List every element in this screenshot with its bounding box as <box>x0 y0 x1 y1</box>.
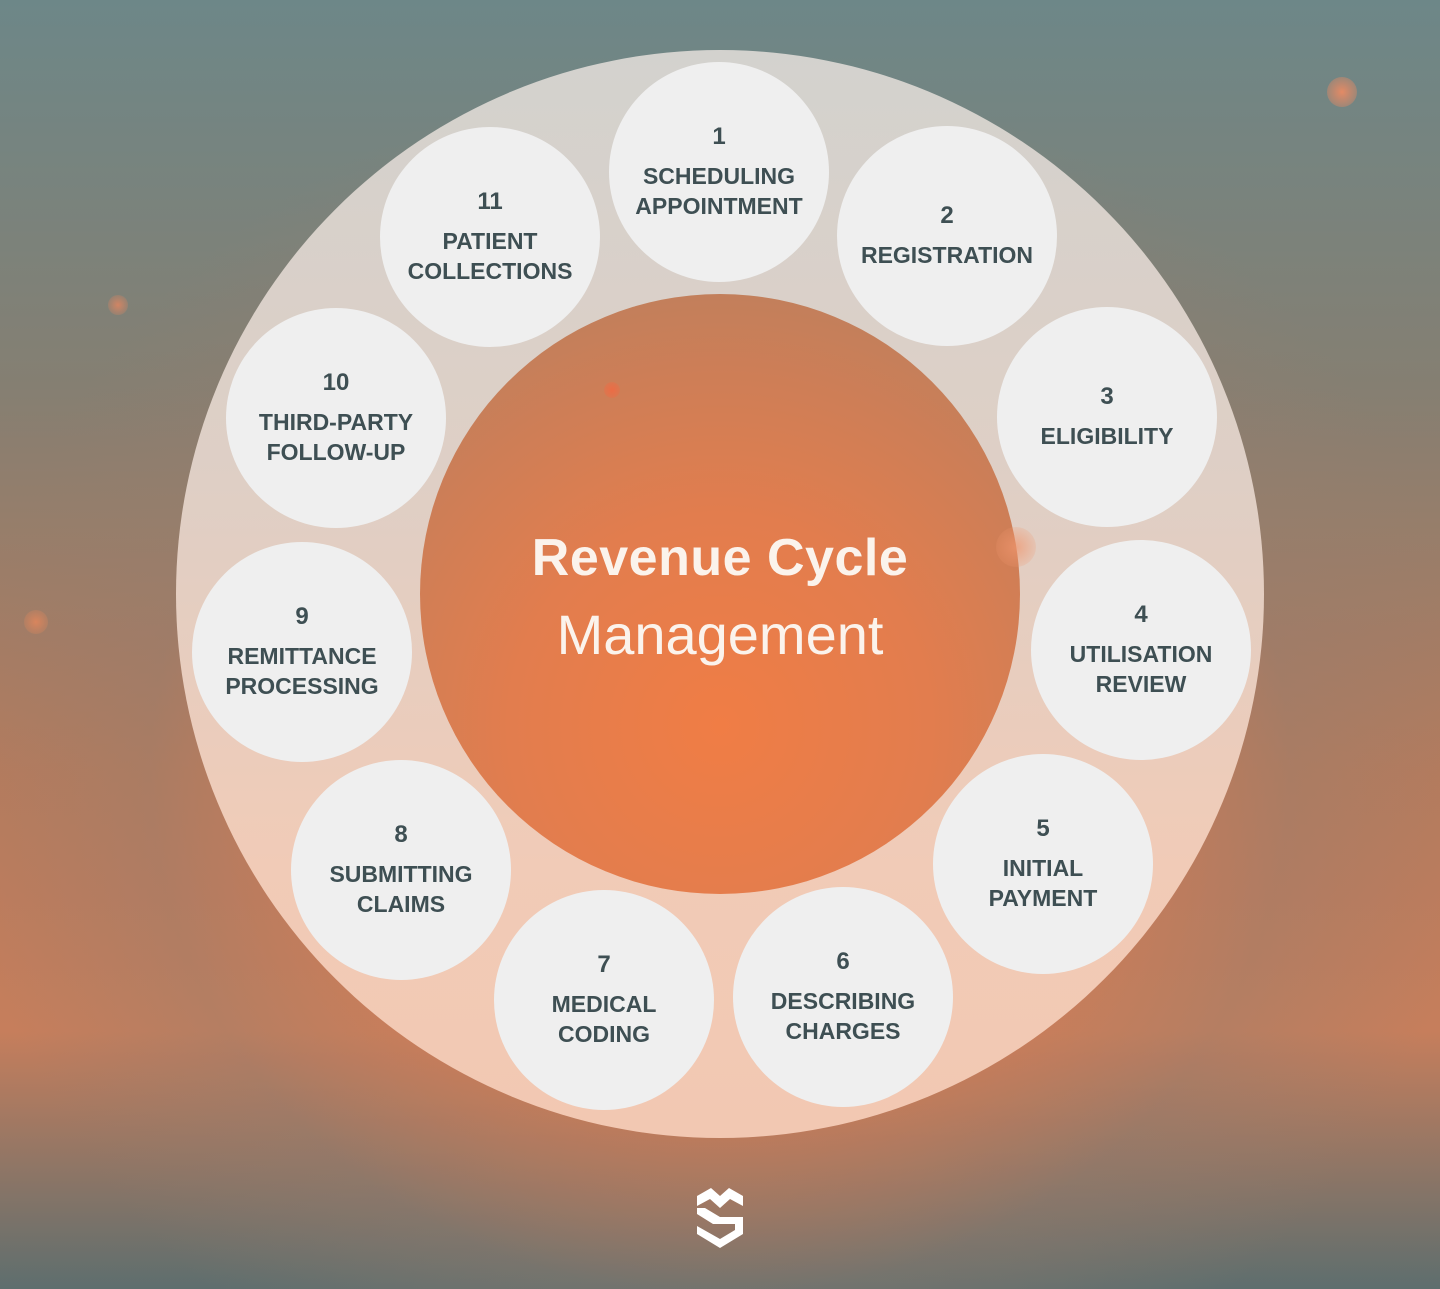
decorative-dot <box>24 610 48 634</box>
step-number: 3 <box>1100 383 1114 410</box>
step-scheduling-appointment: 1 SCHEDULING APPOINTMENT <box>609 62 829 282</box>
decorative-dot <box>108 295 128 315</box>
step-describing-charges: 6 DESCRIBING CHARGES <box>733 887 953 1107</box>
diagram-title: Revenue Cycle <box>531 529 909 587</box>
decorative-dot <box>996 527 1036 567</box>
step-initial-payment: 5 INITIAL PAYMENT <box>933 754 1153 974</box>
step-number: 6 <box>836 948 850 975</box>
brand-s-logo-icon <box>697 1188 743 1248</box>
step-number: 1 <box>712 123 726 150</box>
decorative-dot <box>604 382 620 398</box>
step-label: SUBMITTING CLAIMS <box>329 861 473 917</box>
step-medical-coding: 7 MEDICAL CODING <box>494 890 714 1110</box>
step-number: 10 <box>322 369 350 396</box>
step-label: DESCRIBING CHARGES <box>770 988 916 1044</box>
step-label: PATIENT COLLECTIONS <box>407 228 573 284</box>
step-number: 7 <box>597 951 611 978</box>
step-patient-collections: 11 PATIENT COLLECTIONS <box>380 127 600 347</box>
step-label: UTILISATION REVIEW <box>1069 641 1213 697</box>
decorative-dot <box>1327 77 1357 107</box>
step-number: 5 <box>1036 815 1050 842</box>
diagram-subtitle: Management <box>556 603 884 666</box>
step-registration: 2 REGISTRATION <box>837 126 1057 346</box>
step-number: 2 <box>940 202 954 229</box>
step-label: THIRD-PARTY FOLLOW-UP <box>258 409 414 465</box>
step-label: REMITTANCE PROCESSING <box>225 643 379 699</box>
step-number: 9 <box>295 603 309 630</box>
step-submitting-claims: 8 SUBMITTING CLAIMS <box>291 760 511 980</box>
step-label: REGISTRATION <box>860 242 1034 268</box>
step-utilisation-review: 4 UTILISATION REVIEW <box>1031 540 1251 760</box>
step-remittance-processing: 9 REMITTANCE PROCESSING <box>192 542 412 762</box>
step-third-party-follow-up: 10 THIRD-PARTY FOLLOW-UP <box>226 308 446 528</box>
step-number: 4 <box>1134 601 1148 628</box>
step-number: 11 <box>477 188 503 215</box>
step-label: INITIAL PAYMENT <box>988 855 1098 911</box>
step-label: SCHEDULING APPOINTMENT <box>635 163 803 219</box>
step-number: 8 <box>394 821 408 848</box>
step-eligibility: 3 ELIGIBILITY <box>997 307 1217 527</box>
step-label: MEDICAL CODING <box>551 991 657 1047</box>
center-hub <box>420 294 1020 894</box>
step-label: ELIGIBILITY <box>1040 423 1174 449</box>
